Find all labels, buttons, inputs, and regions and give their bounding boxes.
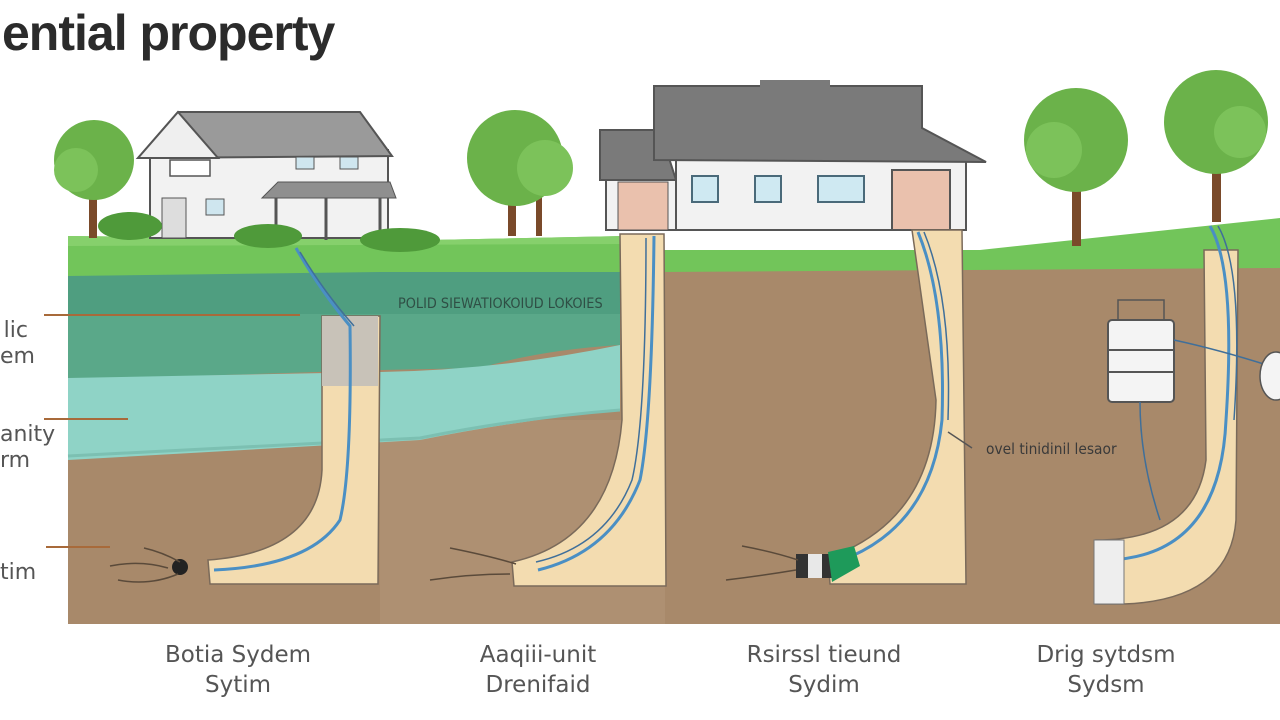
- soil-cracks: [109, 545, 799, 583]
- house-icon-2: [599, 80, 987, 231]
- septic-tank-icon: [1107, 299, 1280, 521]
- shrubs: [98, 212, 440, 252]
- right-section-label: ovel tinidinil lesaor: [986, 440, 1117, 458]
- tree-icon-1: [54, 120, 134, 238]
- pump-icon: [796, 546, 860, 582]
- drain-trench-2: [511, 233, 667, 587]
- tree-icon-4: [1164, 70, 1268, 222]
- water-lower-edge: [67, 408, 621, 458]
- distribution-box: [1093, 539, 1125, 605]
- drain-trench-3: [796, 229, 967, 585]
- leader-line-4: [947, 431, 973, 449]
- aquifer-top-band: [68, 272, 620, 314]
- aquifer-label: POLID SIEWATIOKOIUD LOKOIES: [398, 296, 603, 312]
- diagram-title: ential property: [2, 5, 335, 61]
- drain-trench-1: [172, 247, 381, 585]
- grass-band: [68, 218, 1280, 276]
- tree-icon-2: [467, 110, 573, 236]
- tree-icon-3: [1024, 88, 1128, 246]
- house-icon-1: [135, 110, 397, 240]
- side-label-3: tim: [0, 560, 37, 585]
- drain-trench-4: [1093, 225, 1280, 605]
